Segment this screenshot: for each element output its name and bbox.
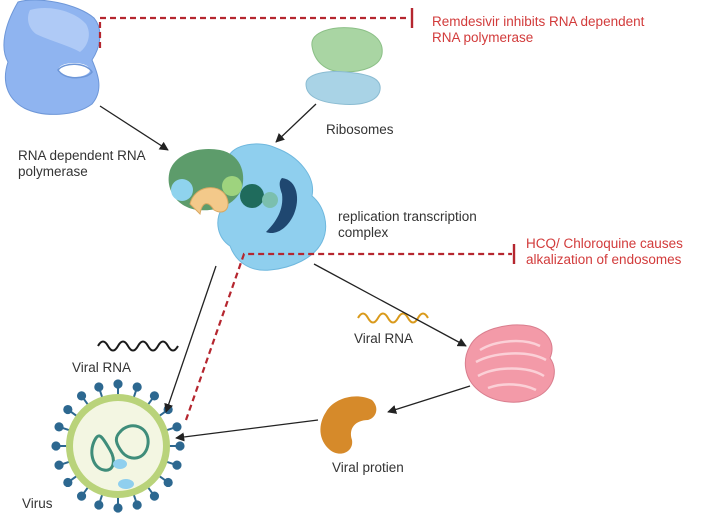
hcq-label: HCQ/ Chloroquine causes alkalization of … [526,236,683,267]
virus-spike-head [175,441,185,451]
endoplasmic-reticulum-icon [464,324,555,403]
polymerase-icon [3,0,101,115]
viral-protein-label: Viral protien [332,460,404,475]
inhibition-bars [410,8,516,264]
virus-spike-head [63,477,73,488]
viral-rna-label-left: Viral RNA [72,360,132,375]
virus-spike-head [172,422,182,432]
virus-spike-head [132,500,142,510]
virus-spike-head [76,491,87,501]
arrow-polymerase-to-complex [99,105,169,151]
virus-spike-head [163,477,173,488]
ribosome-icon [305,27,383,105]
arrow-protein-to-virus [175,419,319,442]
virus-icon [51,379,185,513]
replication-complex-label: replication transcription complex [338,209,477,240]
arrow-complex-to-virus [164,265,217,413]
virus-spike-head [113,503,123,513]
virus-spike-head [149,391,160,401]
arrow-er-to-protein [387,385,471,414]
virus-spike-head [113,379,123,389]
virus-spike-head [63,404,73,415]
virus-spike-head [94,500,104,510]
rna-strand-icon [97,340,179,352]
arrow-complex-to-er [313,263,467,347]
flow-arrows [99,103,471,442]
virus-spike-head [94,382,104,392]
virus-spike-head [76,391,87,401]
virus-label: Virus [22,496,53,511]
inhibition-lines [98,16,512,421]
replication-complex-icon [168,143,327,271]
hcq-inhibition-line [184,252,512,421]
rna-polymerase-label: RNA dependent RNA polymerase [18,148,146,179]
virus-spike-head [54,460,64,470]
arrow-ribosomes-to-complex [275,103,317,143]
remdesivir-label: Remdesivir inhibits RNA dependent RNA po… [432,14,645,45]
virus-spike-head [54,422,64,432]
virus-spike-head [51,441,61,451]
viral-rna-label-right: Viral RNA [354,331,414,346]
virus-spike-head [172,460,182,470]
ribosomes-label: Ribosomes [326,122,394,137]
protein-icon [320,396,377,454]
remdesivir-inhibition-line [98,16,410,48]
virus-spike-head [149,491,160,501]
rna-strand-icon [357,312,429,324]
virus-spike-head [132,382,142,392]
